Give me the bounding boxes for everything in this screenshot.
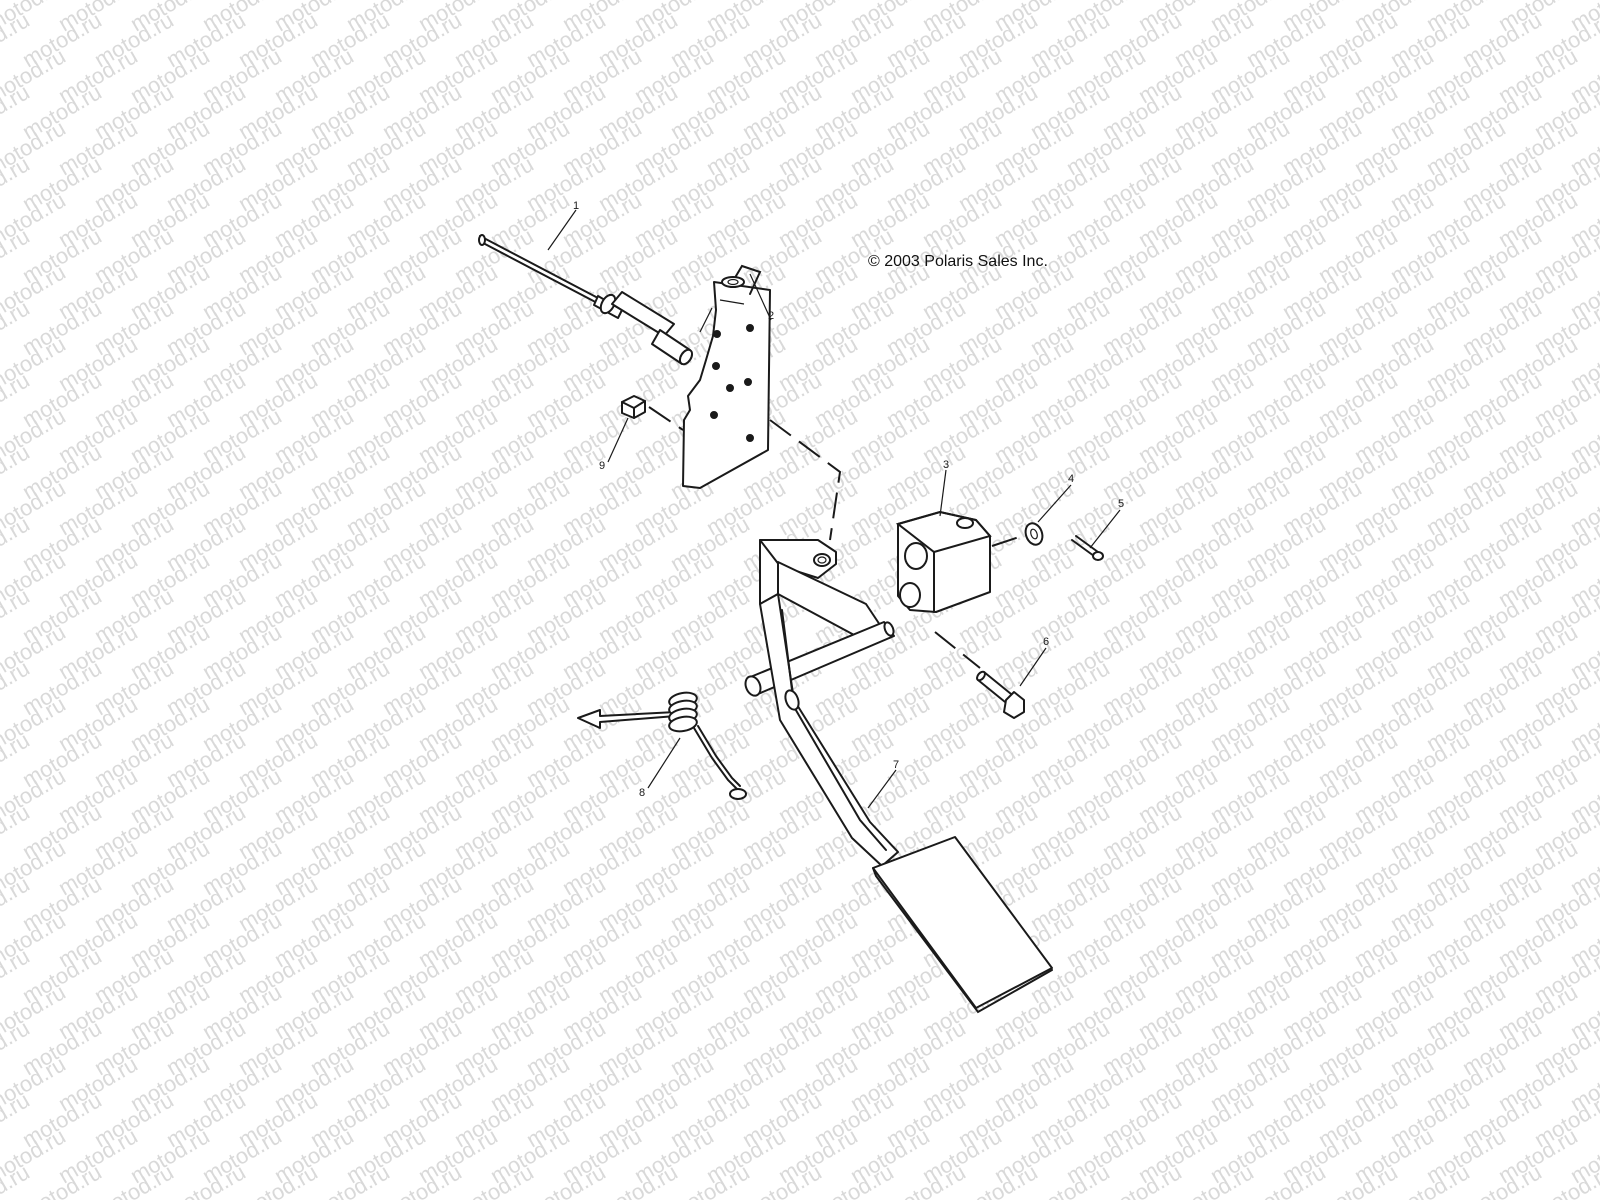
callout-2: 2 <box>768 310 774 322</box>
callout-9: 9 <box>599 460 605 472</box>
callout-5: 5 <box>1118 498 1124 510</box>
mounting-bracket <box>682 264 771 489</box>
callout-1: 1 <box>573 200 579 212</box>
callout-4: 4 <box>1068 473 1074 485</box>
nut <box>621 395 646 419</box>
callout-7: 7 <box>893 759 899 771</box>
callout-6: 6 <box>1043 636 1049 648</box>
callout-8: 8 <box>639 787 645 799</box>
pivot-block <box>895 510 992 613</box>
callout-3: 3 <box>943 459 949 471</box>
copyright-text: © 2003 Polaris Sales Inc. <box>868 253 1048 270</box>
